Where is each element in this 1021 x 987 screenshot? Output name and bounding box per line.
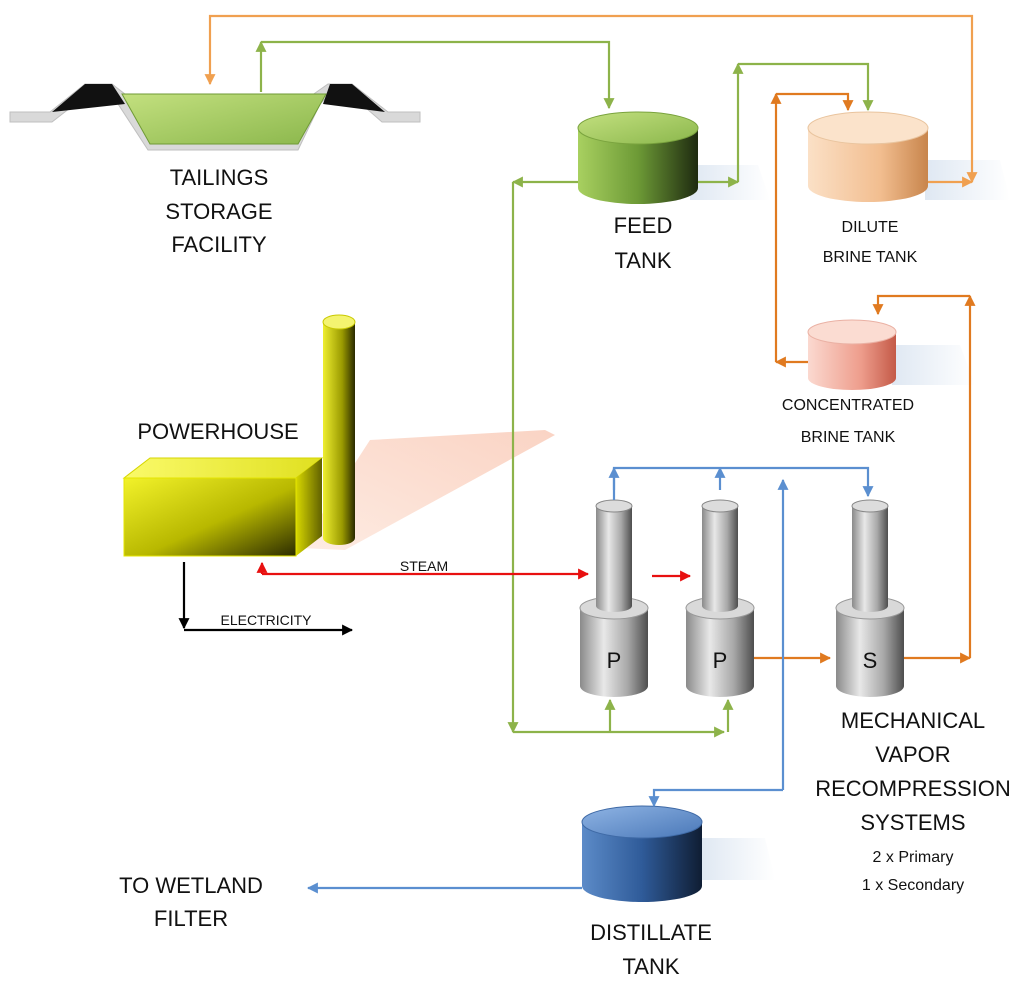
flow-dilute-brine-to-tailings (204, 14, 978, 188)
wetland-label-line1: TO WETLAND (119, 873, 263, 898)
tailings-storage-facility (9, 83, 421, 151)
wetland-label-line2: FILTER (154, 906, 228, 931)
mvr-label-line3: RECOMPRESSION (815, 776, 1011, 801)
mvr-unit-primary-1 (579, 499, 649, 697)
distillate-label: DISTILLATE TANK (590, 920, 712, 979)
mvr-unit-primary-2-label: P (713, 648, 728, 673)
distillate-tank (581, 805, 775, 902)
concentrated-brine-label: CONCENTRATED BRINE TANK (782, 397, 914, 446)
concentrated-brine-label-line1: CONCENTRATED (782, 397, 914, 414)
feed-tank (577, 111, 770, 204)
wetland-label: TO WETLAND FILTER (119, 873, 263, 931)
tailings-label: TAILINGS STORAGE FACILITY (165, 165, 272, 257)
tailings-label-line1: TAILINGS (170, 165, 269, 190)
dilute-brine-label: DILUTE BRINE TANK (823, 219, 918, 266)
mvr-label: MECHANICAL VAPOR RECOMPRESSION SYSTEMS 2… (815, 708, 1011, 894)
flow-electricity (178, 562, 354, 636)
flow-feed-to-dilute (698, 62, 874, 188)
mvr-unit-secondary-label: S (863, 648, 878, 673)
mvr-unit-secondary (835, 499, 905, 697)
tailings-label-line2: STORAGE (165, 199, 272, 224)
mvr-unit-primary-1-label: P (607, 648, 622, 673)
distillate-label-line2: TANK (622, 954, 679, 979)
mvr-detail-line1: 2 x Primary (873, 849, 954, 866)
dilute-brine-label-line2: BRINE TANK (823, 249, 918, 266)
flow-vapor-to-distillate (306, 466, 874, 894)
feed-tank-label-line2: TANK (614, 248, 671, 273)
flow-feed-to-mvr (507, 176, 734, 738)
feed-tank-label: FEED TANK (614, 213, 673, 273)
feed-tank-label-line1: FEED (614, 213, 673, 238)
concentrated-brine-label-line2: BRINE TANK (801, 429, 896, 446)
mvr-unit-primary-2 (685, 499, 755, 697)
dilute-brine-tank (807, 111, 1010, 202)
powerhouse (122, 314, 555, 557)
mvr-detail-line2: 1 x Secondary (862, 877, 964, 894)
steam-label: STEAM (400, 558, 448, 574)
mvr-label-line1: MECHANICAL (841, 708, 985, 733)
dilute-brine-label-line1: DILUTE (842, 219, 899, 236)
flow-brine-loop (754, 92, 976, 664)
flow-steam (256, 561, 692, 582)
flow-tailings-to-feed (255, 40, 615, 110)
tailings-label-line3: FACILITY (171, 232, 267, 257)
distillate-label-line1: DISTILLATE (590, 920, 712, 945)
electricity-label: ELECTRICITY (220, 612, 312, 628)
powerhouse-label: POWERHOUSE (137, 419, 298, 444)
mvr-label-line2: VAPOR (875, 742, 950, 767)
concentrated-brine-tank (807, 319, 975, 390)
mvr-label-line4: SYSTEMS (860, 810, 965, 835)
